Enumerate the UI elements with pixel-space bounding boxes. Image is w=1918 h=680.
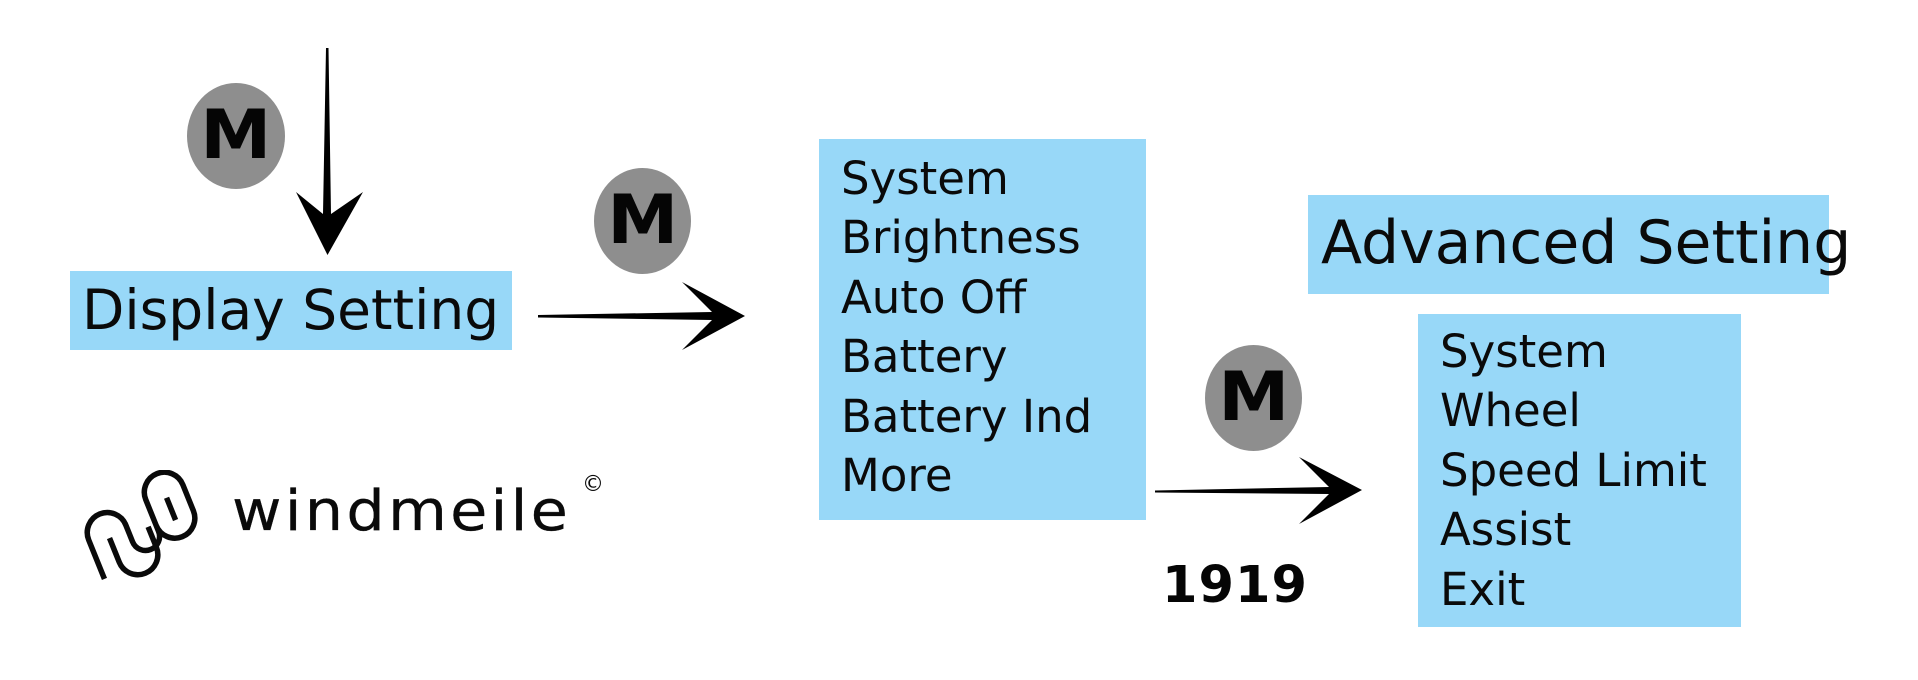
menu-item-auto-off[interactable]: Auto Off (841, 270, 1027, 324)
menu-item-system[interactable]: System (841, 152, 1009, 205)
menu-item-battery[interactable]: Battery (841, 330, 1008, 384)
display-setting-box[interactable]: Display Setting (70, 271, 512, 350)
arrow-right-icon (1155, 457, 1362, 524)
menu-item-speed-limit[interactable]: Speed Limit (1440, 443, 1707, 497)
display-settings-menu: System Brightness Auto Off Battery Batte… (819, 139, 1146, 520)
windmeile-logo: windmeile © (74, 470, 614, 580)
display-setting-label: Display Setting (82, 278, 500, 342)
arrow-right-icon (538, 282, 745, 350)
m-button-label: M (1217, 358, 1290, 437)
logo-wordmark: windmeile (232, 479, 572, 544)
arrow-down-icon (296, 48, 363, 255)
m-button-label: M (200, 96, 272, 175)
m-button-middle[interactable]: M (594, 168, 691, 274)
menu-item-wheel[interactable]: Wheel (1440, 384, 1581, 438)
menu-item-more[interactable]: More (841, 448, 953, 502)
m-button-top[interactable]: M (187, 83, 285, 189)
windmeile-logo-icon (84, 470, 198, 580)
advanced-settings-list: System Wheel Speed Limit Assist Exit (1440, 322, 1707, 619)
m-button-bottom[interactable]: M (1205, 345, 1302, 451)
m-button-label: M (606, 181, 679, 260)
display-settings-list: System Brightness Auto Off Battery Batte… (841, 149, 1092, 505)
advanced-setting-box: Advanced Setting (1308, 195, 1851, 294)
model-number: 1919 (1162, 556, 1308, 615)
menu-item-system[interactable]: System (1440, 325, 1608, 378)
copyright-icon: © (582, 472, 604, 497)
menu-item-battery-ind[interactable]: Battery Ind (841, 389, 1093, 443)
menu-item-exit[interactable]: Exit (1440, 562, 1526, 616)
menu-item-brightness[interactable]: Brightness (841, 211, 1081, 265)
advanced-setting-title: Advanced Setting (1321, 208, 1852, 278)
advanced-settings-menu: System Wheel Speed Limit Assist Exit (1418, 314, 1741, 627)
menu-item-assist[interactable]: Assist (1440, 503, 1572, 557)
